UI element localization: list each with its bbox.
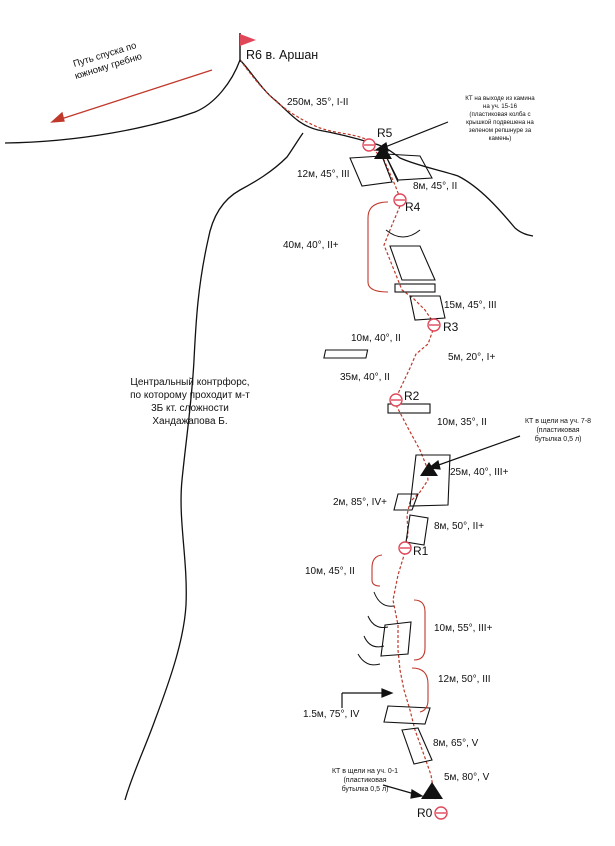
kt-note-top: КТ на выходе из камина на уч. 15-16 (пла… [440,95,560,143]
segment-label: 35м, 40°, II [340,372,390,383]
descent-arrow [50,69,213,123]
segment-label: 250м, 35°, I-II [287,97,349,108]
belay-icon-r2 [389,393,403,407]
slab-1m [383,705,431,725]
belay-icon-r3 [427,318,441,332]
slab-10m [380,621,412,657]
waypoint-r1: R1 [413,544,429,558]
belay-icon-r4 [393,193,407,207]
segment-label: 40м, 40°, II+ [283,240,339,251]
slab-8m [405,514,429,546]
mountain-outline [4,58,534,801]
belay-markers [362,138,448,820]
slab-8m-v [401,727,433,765]
slab-25m [409,454,451,507]
buttress-label-line: 3Б кт. сложности [151,403,229,414]
waypoint-r3: R3 [443,320,459,334]
slab-2m [393,493,419,511]
slab-r5-left [349,155,393,187]
waypoint-r4: R4 [405,200,421,214]
belay-icon-r1 [398,541,412,555]
buttress-label-line: Хандажапова Б. [152,416,228,427]
summit-label: R6 в. Аршан [246,48,319,62]
note-line: крышкой подвешена на [466,119,534,126]
kt-note-mid: КТ в щели на уч. 7-8 (пластиковая бутылк… [508,417,608,444]
note-line: бутылка 0,5 л) [341,786,389,793]
control-point-icons [374,144,443,799]
note-line: камень) [488,135,512,142]
route-line [239,59,436,801]
kt-triangle-icon [421,782,443,799]
buttress-label-line: по которому проходит м-т [130,390,250,401]
note-line: на уч. 15-16 [482,103,518,110]
slab-ledge-a [394,283,436,293]
note-line: КТ на выходе из камина [465,95,535,102]
slab-r5-right [384,153,433,181]
segment-label: 5м, 80°, V [444,772,490,783]
segment-label: 5м, 20°, I+ [448,352,496,363]
slab-40m [389,245,436,281]
kt-note-bottom: КТ в щели на уч. 0-1 (пластиковая бутылк… [316,767,414,794]
kt-triangle-icon [374,144,392,159]
callout-arrows [341,121,521,799]
note-line: бутылка 0,5 л) [534,436,582,443]
belay-icon-r0 [434,806,448,820]
note-line: зеленом репшнуре за [468,127,532,134]
buttress-label-line: Центральный контрфорс, [130,377,250,388]
kt-triangle-icon [420,462,438,476]
slab-ledge-c [387,403,431,414]
segment-label: 25м, 40°, III+ [450,467,509,478]
overhang-arcs [357,229,421,666]
segment-label: 8м, 65°, V [433,738,479,749]
buttress-label: Центральный контрфорс, по которому прохо… [100,376,280,428]
note-line: (пластиковая колба с [469,111,531,118]
slab-ledge-b [323,349,369,359]
segment-label: 10м, 45°, II [305,566,355,577]
belay-icon-r5 [362,138,376,152]
rock-features [323,153,451,765]
segment-label: 10м, 40°, II [351,333,401,344]
segment-label: 8м, 50°, II+ [434,521,485,532]
summit-flag-icon [239,33,256,62]
segment-label: 1.5м, 75°, IV [303,709,360,720]
note-line: КТ в щели на уч. 7-8 [524,418,592,425]
segment-label: 12м, 50°, III [438,674,491,685]
slab-15m [409,295,446,321]
note-line: (пластиковая [343,777,387,784]
waypoint-r5: R5 [377,126,393,140]
segment-label: 12м, 45°, III [297,169,350,180]
segment-label: 10м, 35°, II [437,417,487,428]
waypoint-r0: R0 [417,806,433,820]
segment-label: 2м, 85°, IV+ [333,497,387,508]
segment-label: 10м, 55°, III+ [434,623,493,634]
segment-label: 15м, 45°, III [444,300,497,311]
section-braces [367,201,429,713]
segment-label: 8м, 45°, II [413,181,458,192]
note-line: (пластиковая [536,427,580,434]
waypoint-r2: R2 [404,389,420,403]
note-line: КТ в щели на уч. 0-1 [331,768,399,775]
